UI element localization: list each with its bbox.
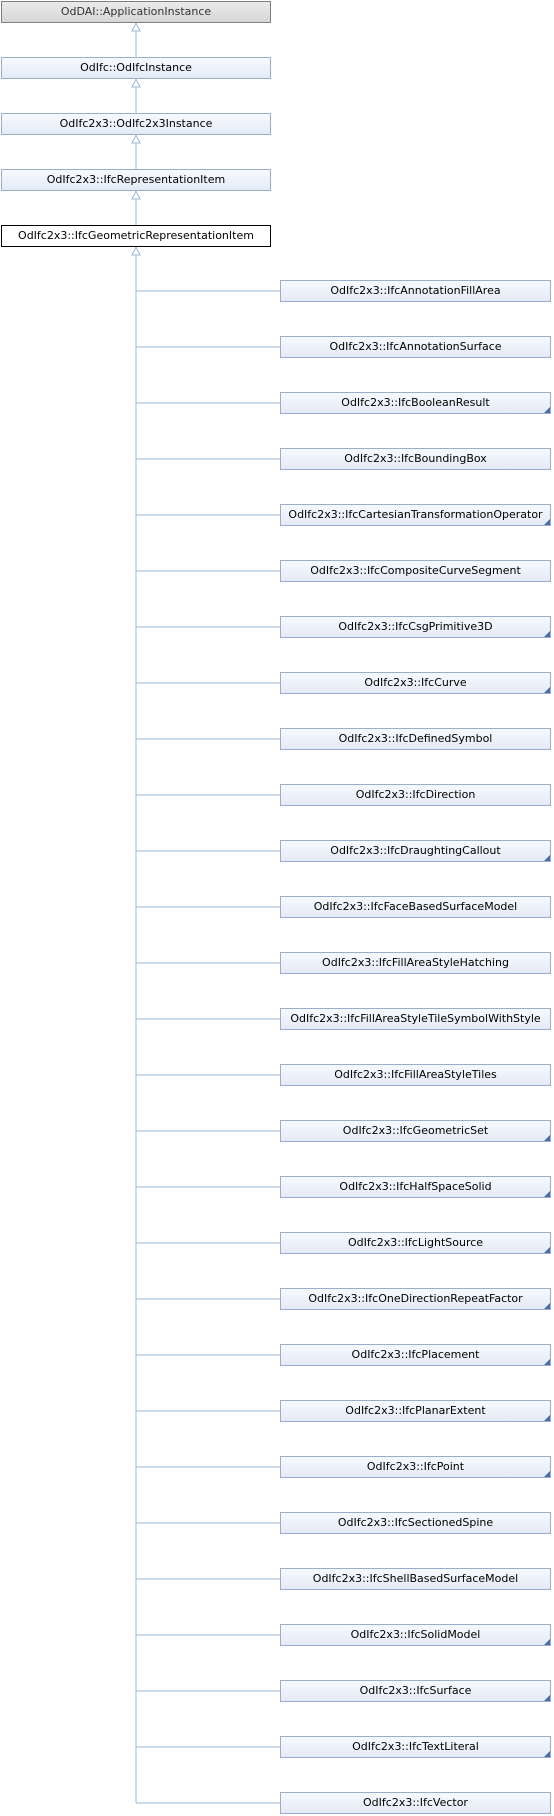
class-node-odifc2x3-ifchalfspacesolid[interactable]: OdIfc2x3::IfcHalfSpaceSolid bbox=[280, 1176, 551, 1198]
class-node-odifc2x3-ifcfillareastyletilesymbolwithstyle[interactable]: OdIfc2x3::IfcFillAreaStyleTileSymbolWith… bbox=[280, 1008, 551, 1030]
more-children-marker-icon bbox=[544, 1303, 550, 1309]
class-label: OdDAI::ApplicationInstance bbox=[60, 5, 212, 18]
class-label: OdIfc2x3::IfcHalfSpaceSolid bbox=[339, 1180, 492, 1193]
class-node-odifc2x3-ifcvector[interactable]: OdIfc2x3::IfcVector bbox=[280, 1792, 551, 1814]
class-label: OdIfc2x3::IfcDraughtingCallout bbox=[330, 844, 501, 857]
class-node-odifc2x3-ifcfillareastyletiles[interactable]: OdIfc2x3::IfcFillAreaStyleTiles bbox=[280, 1064, 551, 1086]
class-label: OdIfc2x3::IfcCurve bbox=[364, 676, 467, 689]
class-label: OdIfc2x3::IfcPlanarExtent bbox=[345, 1404, 486, 1417]
more-children-marker-icon bbox=[544, 1751, 550, 1757]
more-children-marker-icon bbox=[544, 855, 550, 861]
more-children-marker-icon bbox=[544, 1135, 550, 1141]
class-label: OdIfc2x3::IfcBoundingBox bbox=[344, 452, 487, 465]
class-node-odifc2x3-ifctextliteral[interactable]: OdIfc2x3::IfcTextLiteral bbox=[280, 1736, 551, 1758]
class-node-odifc2x3-ifcbooleanresult[interactable]: OdIfc2x3::IfcBooleanResult bbox=[280, 392, 551, 414]
class-node-odifc2x3-ifcboundingbox[interactable]: OdIfc2x3::IfcBoundingBox bbox=[280, 448, 551, 470]
class-node-odifc2x3-ifclightsource[interactable]: OdIfc2x3::IfcLightSource bbox=[280, 1232, 551, 1254]
class-node-odifc2x3-ifcsurface[interactable]: OdIfc2x3::IfcSurface bbox=[280, 1680, 551, 1702]
class-node-odifc2x3-ifccurve[interactable]: OdIfc2x3::IfcCurve bbox=[280, 672, 551, 694]
class-node-odifc2x3-ifcannotationfillarea[interactable]: OdIfc2x3::IfcAnnotationFillArea bbox=[280, 280, 551, 302]
more-children-marker-icon bbox=[544, 1247, 550, 1253]
more-children-marker-icon bbox=[544, 687, 550, 693]
class-label: OdIfc2x3::IfcRepresentationItem bbox=[46, 173, 226, 186]
class-label: OdIfc2x3::IfcGeometricSet bbox=[342, 1124, 489, 1137]
class-node-odifc2x3-ifcfillareastylehatching[interactable]: OdIfc2x3::IfcFillAreaStyleHatching bbox=[280, 952, 551, 974]
class-node-odifc2x3-ifcgeometricset[interactable]: OdIfc2x3::IfcGeometricSet bbox=[280, 1120, 551, 1142]
class-node-oddai-applicationinstance[interactable]: OdDAI::ApplicationInstance bbox=[1, 1, 271, 23]
class-node-odifc2x3-ifcdefinedsymbol[interactable]: OdIfc2x3::IfcDefinedSymbol bbox=[280, 728, 551, 750]
more-children-marker-icon bbox=[544, 1415, 550, 1421]
more-children-marker-icon bbox=[544, 631, 550, 637]
class-node-odifc2x3-ifcfacebasedsurfacemodel[interactable]: OdIfc2x3::IfcFaceBasedSurfaceModel bbox=[280, 896, 551, 918]
class-label: OdIfc2x3::IfcFillAreaStyleTiles bbox=[334, 1068, 497, 1081]
class-node-odifc2x3-ifccartesiantransformationoperator[interactable]: OdIfc2x3::IfcCartesianTransformationOper… bbox=[280, 504, 551, 526]
class-label: OdIfc2x3::IfcDefinedSymbol bbox=[338, 732, 493, 745]
inheritance-arrow-icon bbox=[131, 21, 141, 32]
class-node-odifc2x3-ifcannotationsurface[interactable]: OdIfc2x3::IfcAnnotationSurface bbox=[280, 336, 551, 358]
more-children-marker-icon bbox=[544, 1191, 550, 1197]
class-label: OdIfc2x3::IfcCompositeCurveSegment bbox=[310, 564, 521, 577]
class-node-odifc2x3-ifccompositecurvesegment[interactable]: OdIfc2x3::IfcCompositeCurveSegment bbox=[280, 560, 551, 582]
inheritance-arrow-icon bbox=[131, 245, 141, 256]
class-node-odifc2x3-ifcrepresentationitem[interactable]: OdIfc2x3::IfcRepresentationItem bbox=[1, 169, 271, 191]
class-label: OdIfc2x3::IfcSolidModel bbox=[350, 1628, 481, 1641]
inheritance-arrow-icon bbox=[131, 133, 141, 144]
class-node-odifc2x3-ifcpoint[interactable]: OdIfc2x3::IfcPoint bbox=[280, 1456, 551, 1478]
class-label: OdIfc2x3::IfcGeometricRepresentationItem bbox=[18, 229, 254, 242]
class-label: OdIfc2x3::IfcShellBasedSurfaceModel bbox=[312, 1572, 519, 1585]
class-label: OdIfc2x3::IfcDirection bbox=[355, 788, 476, 801]
class-label: OdIfc2x3::IfcAnnotationFillArea bbox=[330, 284, 501, 297]
more-children-marker-icon bbox=[544, 1639, 550, 1645]
class-label: OdIfc2x3::IfcOneDirectionRepeatFactor bbox=[308, 1292, 523, 1305]
inheritance-arrow-icon bbox=[131, 77, 141, 88]
class-label: OdIfc2x3::IfcLightSource bbox=[347, 1236, 484, 1249]
class-label: OdIfc2x3::IfcPoint bbox=[366, 1460, 465, 1473]
class-node-odifc2x3-ifcplacement[interactable]: OdIfc2x3::IfcPlacement bbox=[280, 1344, 551, 1366]
class-label: OdIfc2x3::IfcFillAreaStyleHatching bbox=[322, 956, 509, 969]
class-label: OdIfc2x3::IfcBooleanResult bbox=[341, 396, 490, 409]
class-node-odifc2x3-ifcgeometricrepresentationitem: OdIfc2x3::IfcGeometricRepresentationItem bbox=[1, 225, 271, 247]
class-label: OdIfc2x3::IfcCsgPrimitive3D bbox=[338, 620, 493, 633]
class-label: OdIfc::OdIfcInstance bbox=[80, 61, 192, 74]
class-label: OdIfc2x3::IfcCartesianTransformationOper… bbox=[288, 508, 543, 521]
more-children-marker-icon bbox=[544, 407, 550, 413]
class-node-odifc2x3-ifcsolidmodel[interactable]: OdIfc2x3::IfcSolidModel bbox=[280, 1624, 551, 1646]
class-label: OdIfc2x3::IfcSectionedSpine bbox=[337, 1516, 494, 1529]
more-children-marker-icon bbox=[544, 1695, 550, 1701]
class-label: OdIfc2x3::IfcAnnotationSurface bbox=[329, 340, 502, 353]
class-label: OdIfc2x3::IfcPlacement bbox=[351, 1348, 480, 1361]
class-node-odifc2x3-ifcplanarextent[interactable]: OdIfc2x3::IfcPlanarExtent bbox=[280, 1400, 551, 1422]
class-node-odifc2x3-ifcdirection[interactable]: OdIfc2x3::IfcDirection bbox=[280, 784, 551, 806]
class-node-odifc-odifcinstance[interactable]: OdIfc::OdIfcInstance bbox=[1, 57, 271, 79]
class-label: OdIfc2x3::IfcFillAreaStyleTileSymbolWith… bbox=[290, 1012, 541, 1025]
class-node-odifc2x3-odifc2x3instance[interactable]: OdIfc2x3::OdIfc2x3Instance bbox=[1, 113, 271, 135]
class-node-odifc2x3-ifccsgprimitive3d[interactable]: OdIfc2x3::IfcCsgPrimitive3D bbox=[280, 616, 551, 638]
class-node-odifc2x3-ifcshellbasedsurfacemodel[interactable]: OdIfc2x3::IfcShellBasedSurfaceModel bbox=[280, 1568, 551, 1590]
class-node-odifc2x3-ifcsectionedspine[interactable]: OdIfc2x3::IfcSectionedSpine bbox=[280, 1512, 551, 1534]
class-label: OdIfc2x3::OdIfc2x3Instance bbox=[59, 117, 213, 130]
class-label: OdIfc2x3::IfcSurface bbox=[359, 1684, 472, 1697]
class-node-odifc2x3-ifcdraughtingcallout[interactable]: OdIfc2x3::IfcDraughtingCallout bbox=[280, 840, 551, 862]
more-children-marker-icon bbox=[544, 519, 550, 525]
class-node-odifc2x3-ifconedirectionrepeatfactor[interactable]: OdIfc2x3::IfcOneDirectionRepeatFactor bbox=[280, 1288, 551, 1310]
class-label: OdIfc2x3::IfcVector bbox=[363, 1796, 468, 1809]
more-children-marker-icon bbox=[544, 1471, 550, 1477]
class-label: OdIfc2x3::IfcTextLiteral bbox=[352, 1740, 479, 1753]
class-label: OdIfc2x3::IfcFaceBasedSurfaceModel bbox=[313, 900, 518, 913]
inheritance-arrow-icon bbox=[131, 189, 141, 200]
more-children-marker-icon bbox=[544, 1359, 550, 1365]
